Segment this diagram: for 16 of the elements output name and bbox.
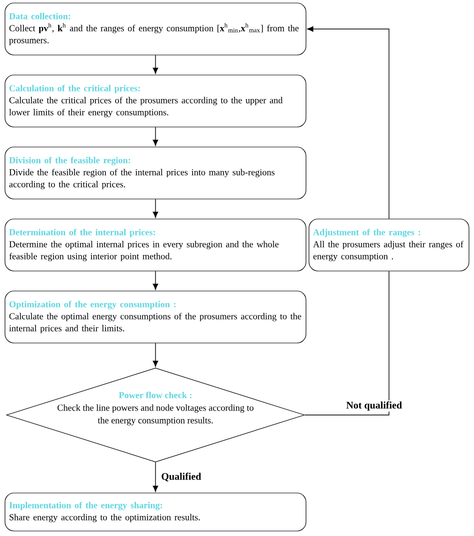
process-box: Determination of the internal prices: Determine the optimal internal prices in every subregion and the whole feasible region using interior point method. xyxy=(4,218,306,272)
process-box: Calculation of the critical prices: Calculate the critical prices of the prosumers according to the upper and lower limits of their energy consumptions. xyxy=(4,74,306,128)
process-box: Data collection: Collect pv$^{h}$, k$^{h}$ and the ranges of energy consumption [x$^{h}$$_{min}$,x$^{h}$$_{max}$] from the prosumers. xyxy=(4,2,306,56)
edge-label: Qualified xyxy=(160,472,202,482)
process-box: Implementation of the energy sharing: Share energy according to the optimization results. xyxy=(4,492,306,532)
arrow xyxy=(152,198,158,218)
process-box: Adjustment of the ranges : All the prosumers adjust their ranges of energy consumption . xyxy=(308,218,470,272)
arrow xyxy=(152,462,158,492)
arrow xyxy=(152,54,158,74)
arrow xyxy=(152,126,158,146)
process-box: Division of the feasible region: Divide the feasible region of the internal prices into many sub-regions according to the critical prices. xyxy=(4,146,306,200)
edge-label: Not qualified xyxy=(345,400,404,412)
process-box: Optimization of the energy consumption : Calculate the optimal energy consumptions of the prosumers according to the internal prices and their limits. xyxy=(4,290,306,344)
arrow xyxy=(152,342,158,367)
arrow xyxy=(307,26,390,220)
arrow xyxy=(152,270,158,290)
